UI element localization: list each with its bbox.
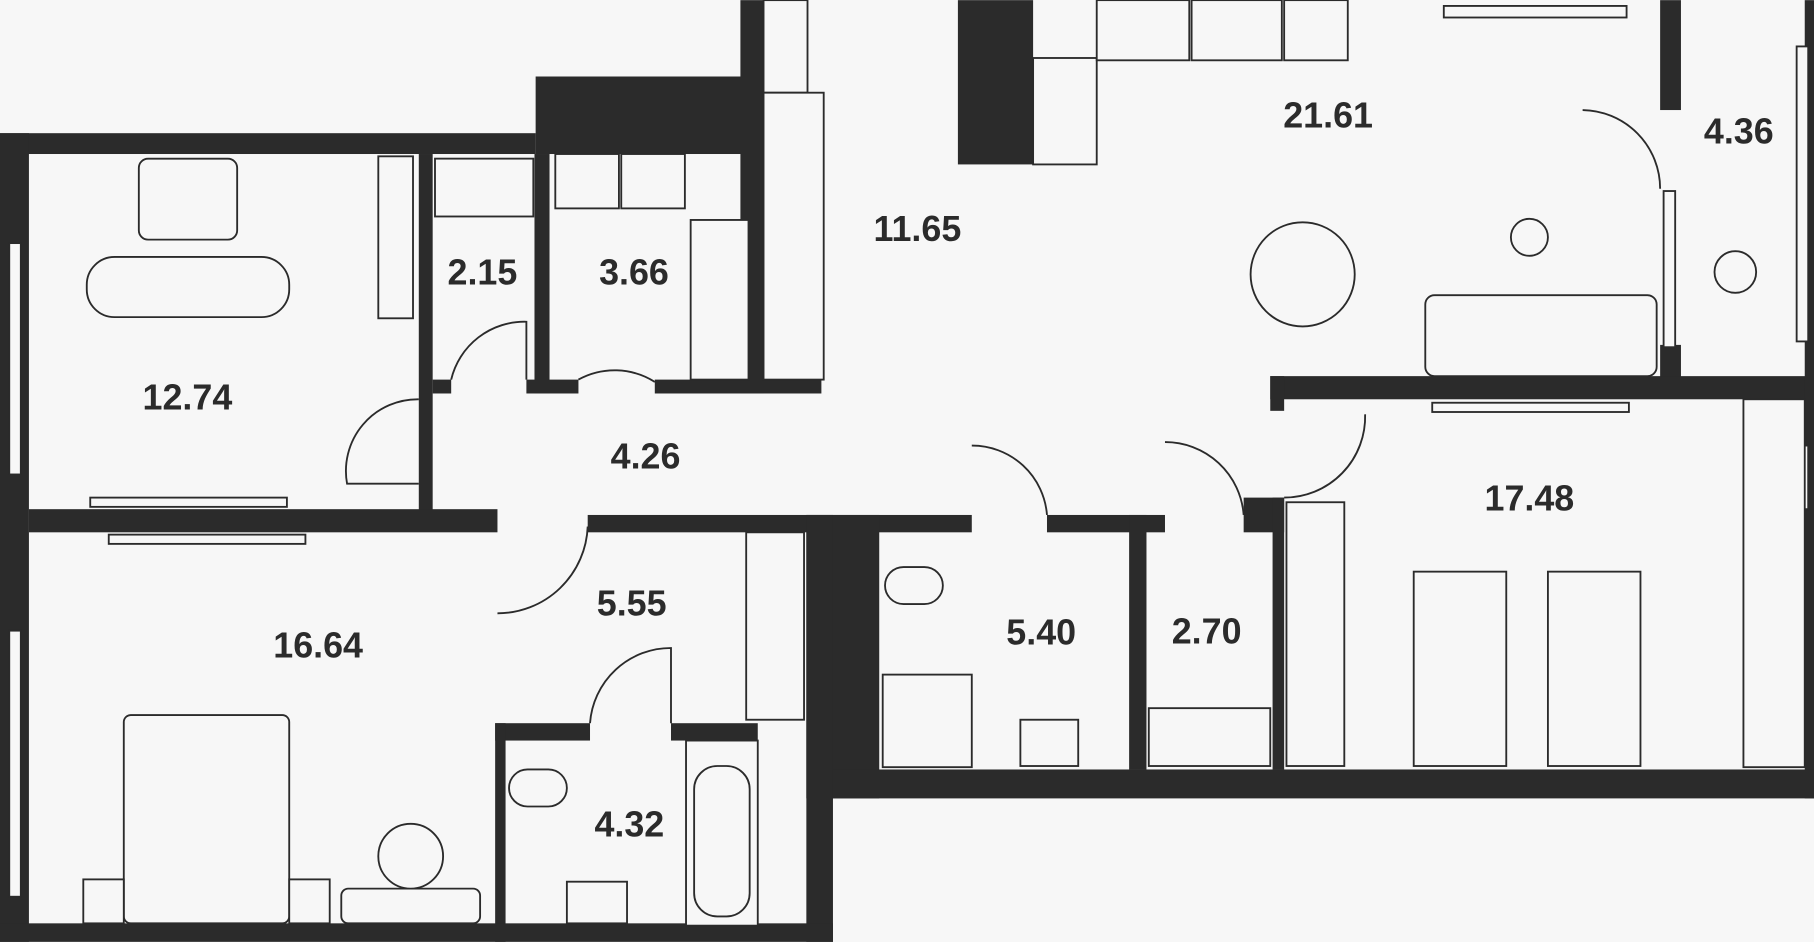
area-study: 12.74: [143, 378, 233, 418]
area-kids-bedroom: 17.48: [1485, 478, 1575, 518]
area-corridor: 4.26: [611, 437, 681, 477]
area-bathroom-b: 4.32: [594, 805, 664, 845]
furniture: [82, 0, 1806, 927]
area-labels: 12.74 2.15 3.66 11.65 21.61 4.36 4.26 17…: [143, 95, 1774, 844]
area-master-bedroom: 16.64: [273, 625, 363, 665]
doors: [345, 109, 1662, 724]
area-hall: 11.65: [874, 209, 962, 249]
area-laundry: 3.66: [599, 253, 669, 293]
area-closet-a: 2.15: [448, 253, 518, 293]
area-bathroom-a: 5.40: [1006, 613, 1076, 653]
area-closet-b: 2.70: [1172, 611, 1242, 651]
area-dressing: 5.55: [597, 584, 667, 624]
area-kitchen-living: 21.61: [1283, 95, 1373, 135]
area-balcony: 4.36: [1704, 112, 1774, 152]
